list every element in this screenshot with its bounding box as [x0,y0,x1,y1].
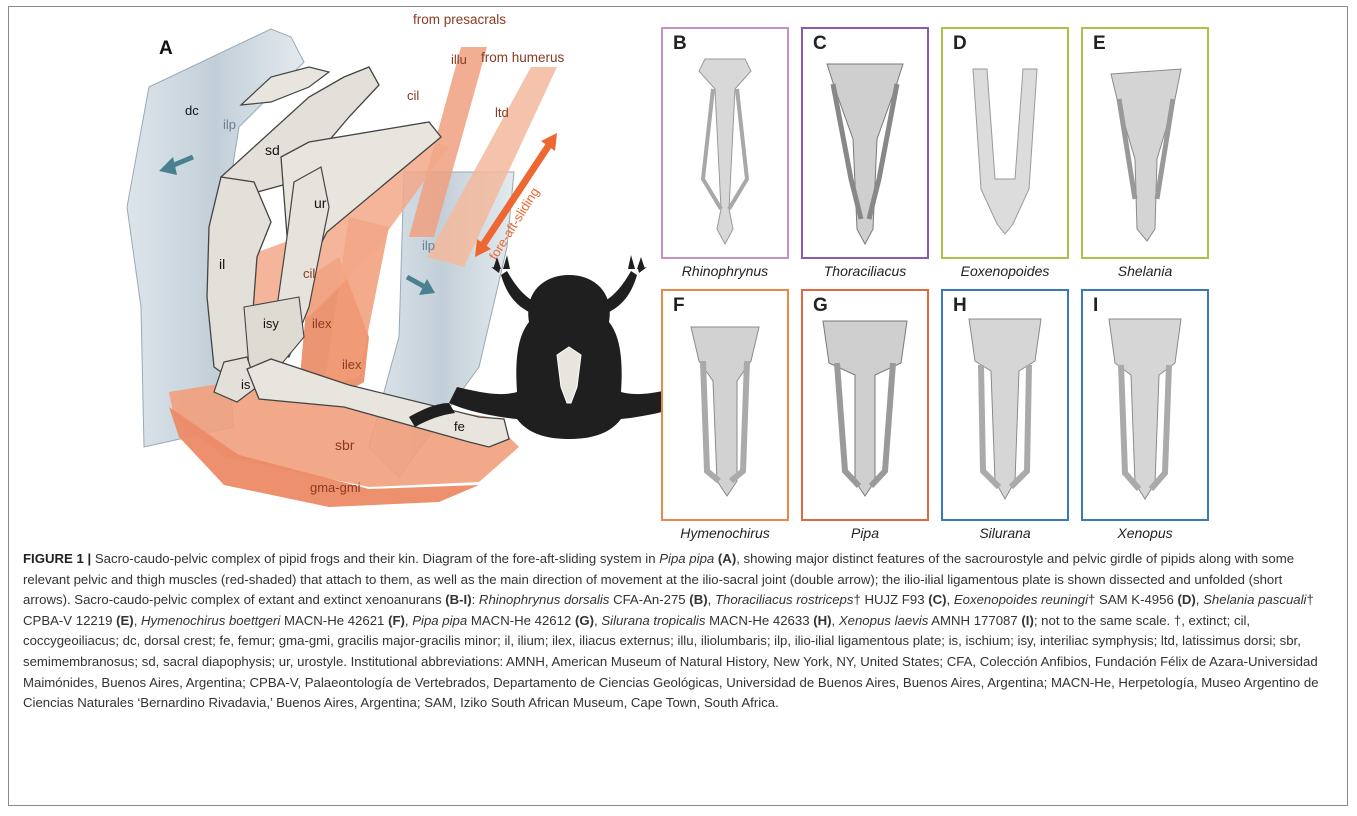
specimen-c-image [803,29,927,257]
caption-text: , [832,613,839,628]
panel-h-name: Silurana [930,525,1080,541]
caption-ref: (H) [813,613,831,628]
label-from-presacrals: from presacrals [413,12,506,27]
panel-b-name: Rhinophrynus [650,263,800,279]
caption-text: Sacro-caudo-pelvic complex of pipid frog… [91,551,659,566]
caption-text: , [947,592,954,607]
panel-f-name: Hymenochirus [650,525,800,541]
panel-h: H [941,289,1069,521]
specimen-f-image [663,291,787,519]
caption-text: † SAM K-4956 [1088,592,1177,607]
caption-text: CFA-An-275 [609,592,689,607]
label-dc: dc [185,103,199,118]
caption-species: Hymenochirus boettgeri [141,613,280,628]
panel-i: I [1081,289,1209,521]
label-from-humerus: from humerus [481,50,565,65]
label-ilex-1: ilex [312,316,332,331]
caption-species: Rhinophrynus dorsalis [479,592,609,607]
caption-ref: (D) [1177,592,1195,607]
caption-species: Xenopus laevis [839,613,928,628]
caption-ref: (G) [575,613,594,628]
panel-h-letter: H [953,295,967,317]
label-is: is [241,377,251,392]
label-ilex-2: ilex [342,357,362,372]
panel-f: F [661,289,789,521]
label-ltd: ltd [495,105,509,120]
caption-ref: (B) [689,592,707,607]
caption-species: Eoxenopoides reuningi [954,592,1088,607]
specimen-i-image [1083,291,1207,519]
label-fe: fe [454,419,465,434]
caption-text: MACN-He 42612 [467,613,575,628]
panel-a-letter: A [159,38,173,59]
panel-d-letter: D [953,33,967,55]
caption-text: , [708,592,715,607]
caption-ref: (A) [714,551,736,566]
panel-g: G [801,289,929,521]
specimen-e-image [1083,29,1207,257]
specimen-g-image [803,291,927,519]
panel-f-letter: F [673,295,685,317]
panel-b-letter: B [673,33,687,55]
label-ilp-left: ilp [223,117,236,132]
panel-i-name: Xenopus [1070,525,1220,541]
caption-text: , [134,613,141,628]
panel-e: E [1081,27,1209,259]
caption-ref: (E) [116,613,134,628]
panel-e-letter: E [1093,33,1106,55]
caption-ref: (C) [928,592,946,607]
caption-species: Shelania pascuali [1203,592,1306,607]
label-sbr: sbr [335,437,355,453]
caption-ref: (F) [388,613,405,628]
panel-c-letter: C [813,33,827,55]
label-sd: sd [265,142,280,158]
panel-c: C [801,27,929,259]
caption-ref: (B-I) [445,592,471,607]
panel-e-name: Shelania [1070,263,1220,279]
label-illu: illu [451,52,467,67]
specimen-b-image [663,29,787,257]
caption-text: AMNH 177087 [928,613,1021,628]
label-ilp-right: ilp [422,238,435,253]
caption-label: FIGURE 1 | [23,551,91,566]
caption-text: , [1196,592,1203,607]
panel-d: D [941,27,1069,259]
label-isy: isy [263,316,279,331]
caption-text: MACN-He 42621 [280,613,388,628]
interiliac-symphysis [244,297,304,367]
panel-i-letter: I [1093,295,1098,317]
label-cil-top: cil [407,88,419,103]
caption-text: MACN-He 42633 [705,613,813,628]
specimen-h-image [943,291,1067,519]
caption-text: : [472,592,479,607]
panel-b: B [661,27,789,259]
label-il: il [219,256,225,272]
specimen-d-image [943,29,1067,257]
caption-species: Silurana tropicalis [601,613,705,628]
caption-species: Pipa pipa [412,613,467,628]
panel-c-name: Thoraciliacus [790,263,940,279]
caption-ref: (I) [1021,613,1033,628]
label-cil-mid: cil [303,266,315,281]
panel-d-name: Eoxenopoides [930,263,1080,279]
figure-caption: FIGURE 1 | Sacro-caudo-pelvic complex of… [23,549,1331,714]
figure-frame: fore-aft-sliding A from presacrals from … [8,6,1348,806]
panel-g-letter: G [813,295,828,317]
label-ur: ur [314,195,327,211]
caption-species: Thoraciliacus rostriceps [715,592,854,607]
panel-g-name: Pipa [790,525,940,541]
label-gma-gmi: gma-gmi [310,480,361,495]
caption-species: Pipa pipa [659,551,714,566]
caption-text: † HUJZ F93 [853,592,928,607]
